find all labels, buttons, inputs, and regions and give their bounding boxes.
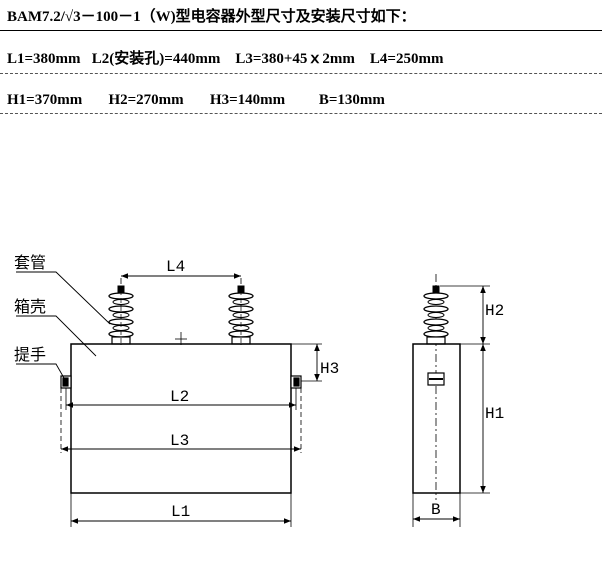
- side-bushing: [423, 285, 449, 345]
- left-bushing: [108, 285, 134, 345]
- dim-l4: L4: [166, 258, 185, 276]
- dim-b: B: [431, 501, 441, 519]
- front-tank: [70, 343, 292, 494]
- side-view: [412, 274, 490, 527]
- right-handle: [290, 375, 302, 389]
- title-rule: [0, 30, 602, 31]
- dim-l3: L3: [170, 432, 189, 450]
- dim-h2: H2: [485, 302, 504, 320]
- dim-l1: L1: [171, 503, 190, 521]
- side-tank: [412, 343, 461, 494]
- label-handle: 提手: [14, 345, 46, 364]
- right-bushing: [228, 285, 254, 345]
- left-handle: [60, 375, 72, 389]
- dim-h3: H3: [320, 360, 339, 378]
- spec-row-2: H1=370mm H2=270mm H3=140mm B=130mm: [7, 92, 385, 108]
- title-line: BAM7.2/√3－100－1（W)型电容器外型尺寸及安装尺寸如下：: [7, 9, 416, 25]
- spec-rule-1: [0, 73, 602, 74]
- dim-l2: L2: [170, 388, 189, 406]
- label-bushing: 套管: [14, 253, 46, 272]
- spec-rule-2: [0, 113, 602, 114]
- spec-row-1: L1=380mm L2(安装孔)=440mm L3=380+45ｘ2mm L4=…: [7, 51, 444, 67]
- label-shell: 箱壳: [14, 297, 46, 316]
- dim-h1: H1: [485, 405, 504, 423]
- front-view: [16, 271, 322, 527]
